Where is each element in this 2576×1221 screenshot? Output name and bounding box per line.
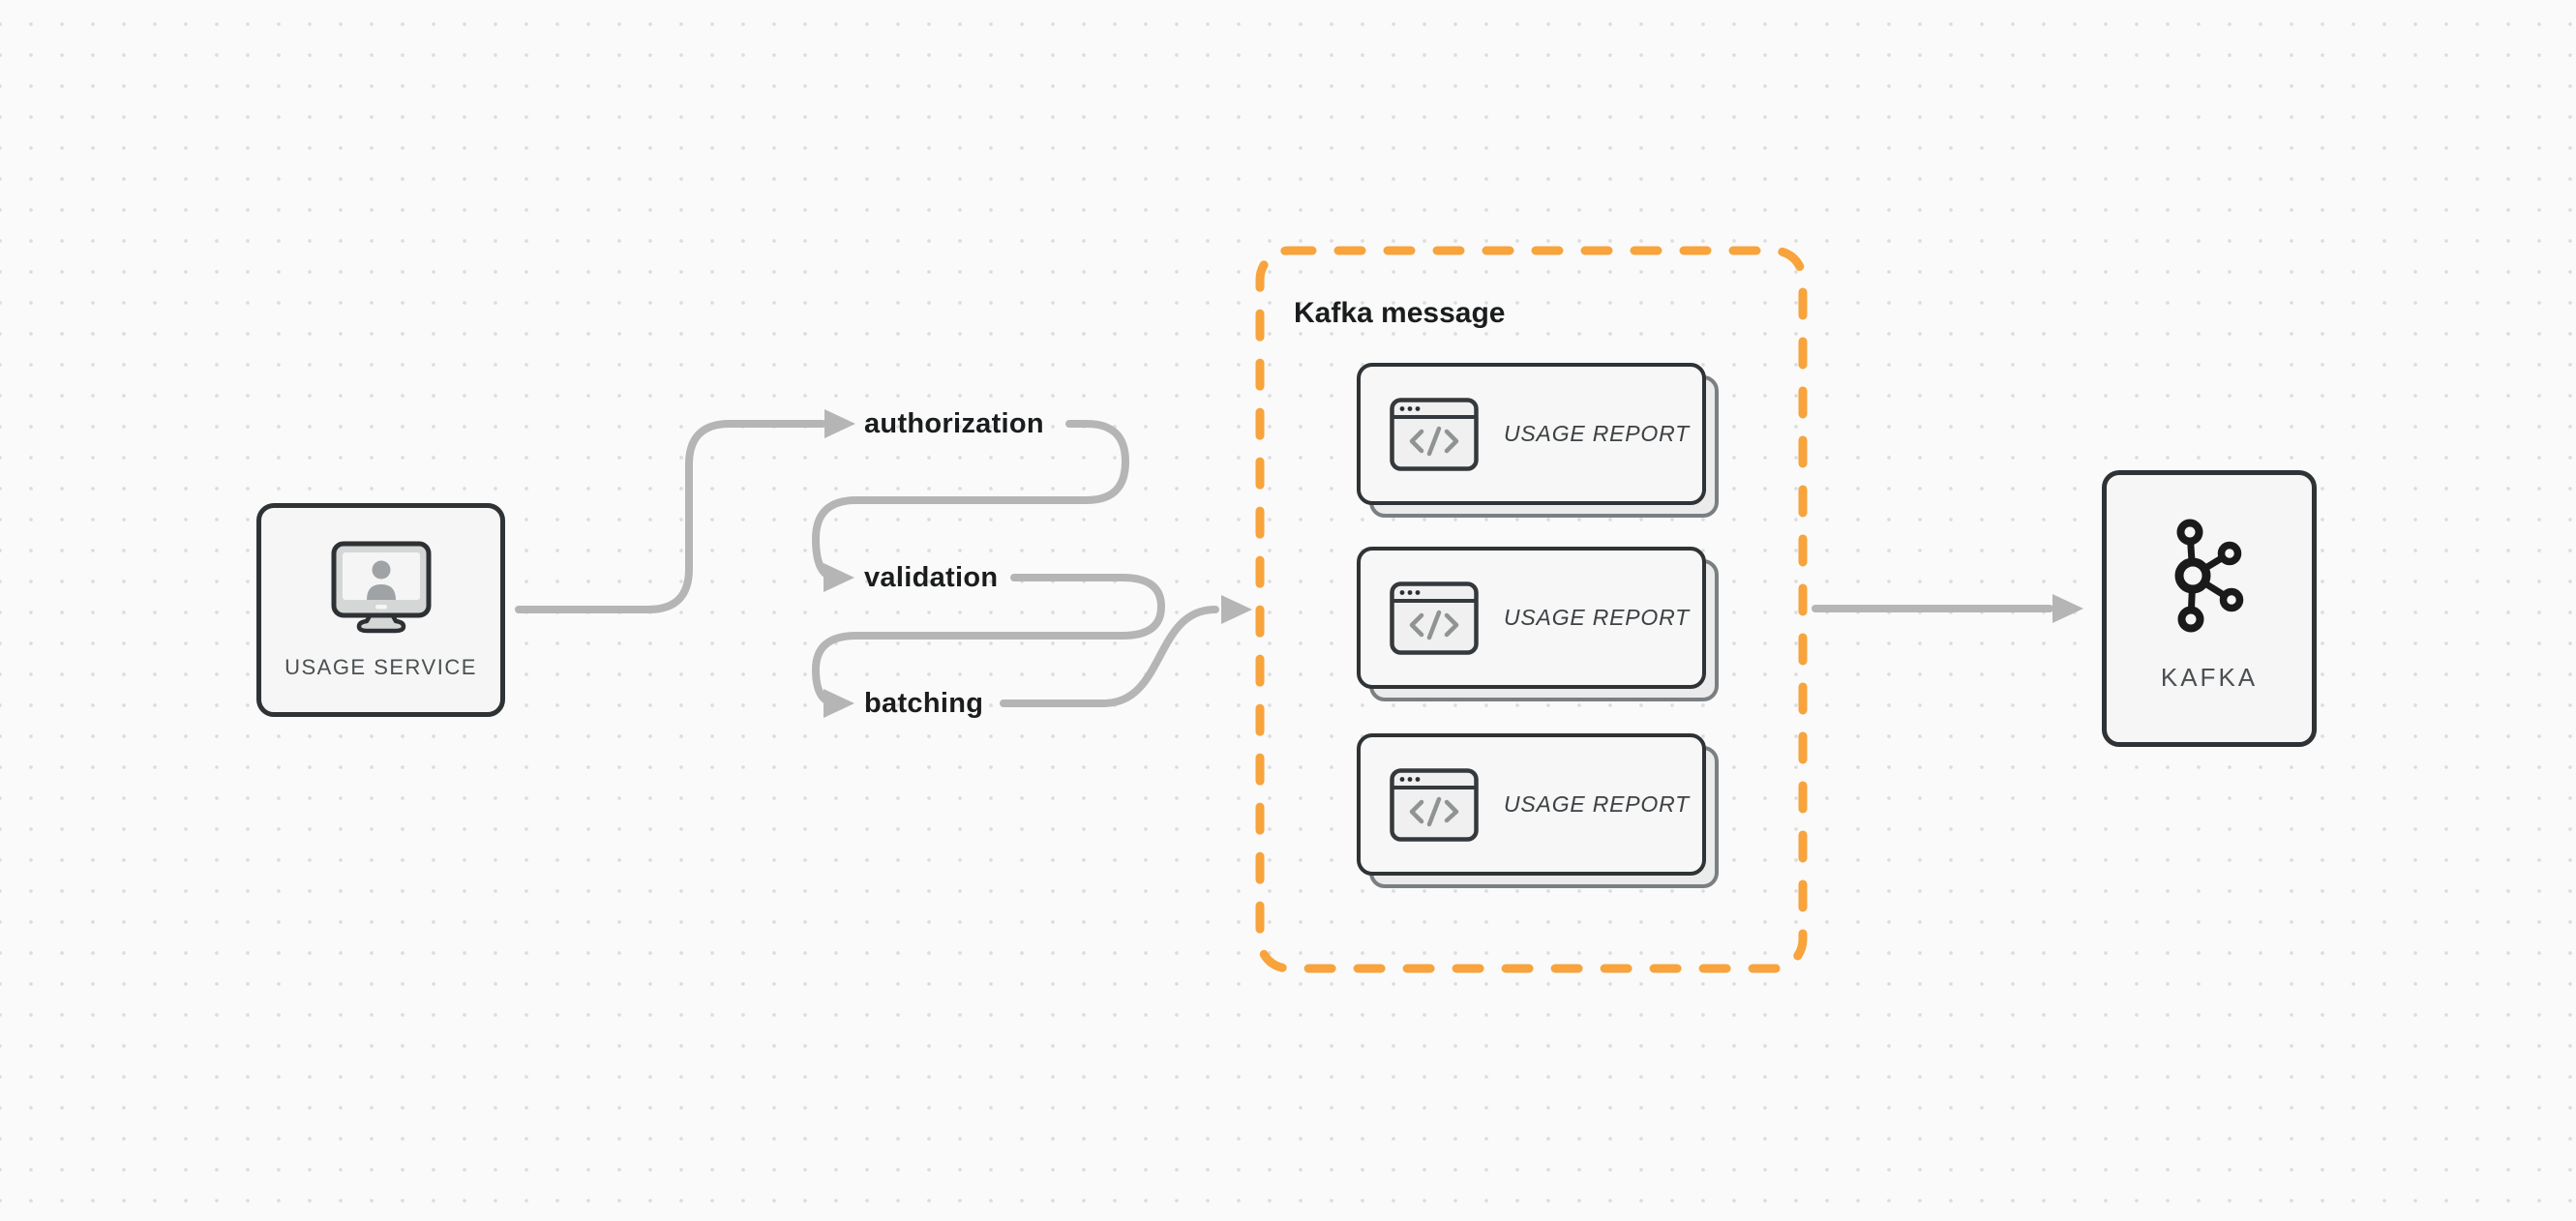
arrowhead: [1221, 595, 1252, 624]
kafka-label: KAFKA: [2160, 663, 2259, 692]
arrowhead: [824, 563, 854, 592]
usage-report-card: USAGE REPORT: [1357, 547, 1719, 701]
usage-report-label: USAGE REPORT: [1504, 605, 1690, 630]
node-usage-service: USAGE SERVICE: [256, 503, 505, 717]
arrow-batching-to-message-group: [1000, 606, 1219, 707]
arrow-validation-to-batching: [812, 574, 1165, 707]
arrowhead: [824, 689, 854, 718]
code-window-icon: [1390, 581, 1479, 655]
step-label-batching: batching: [864, 688, 984, 719]
usage-report-card: USAGE REPORT: [1357, 733, 1719, 888]
monitor-user-icon: [331, 541, 431, 634]
arrowhead: [2052, 594, 2083, 623]
arrow-usage-to-authorization: [515, 420, 826, 613]
step-label-validation: validation: [864, 562, 999, 593]
code-window-icon: [1390, 767, 1479, 842]
node-kafka: KAFKA: [2102, 470, 2317, 747]
kafka-message-title: Kafka message: [1294, 297, 1506, 329]
arrow-authorization-to-validation: [812, 420, 1129, 581]
usage-report-label: USAGE REPORT: [1504, 421, 1690, 446]
kafka-message-boundary: [1255, 246, 1808, 973]
usage-report-label: USAGE REPORT: [1504, 791, 1690, 817]
code-window-icon: [1390, 397, 1479, 471]
usage-service-label: USAGE SERVICE: [285, 655, 477, 679]
arrowhead: [824, 409, 855, 438]
usage-report-card: USAGE REPORT: [1357, 363, 1719, 518]
step-label-authorization: authorization: [864, 408, 1044, 439]
kafka-logo-icon: [2174, 519, 2244, 633]
